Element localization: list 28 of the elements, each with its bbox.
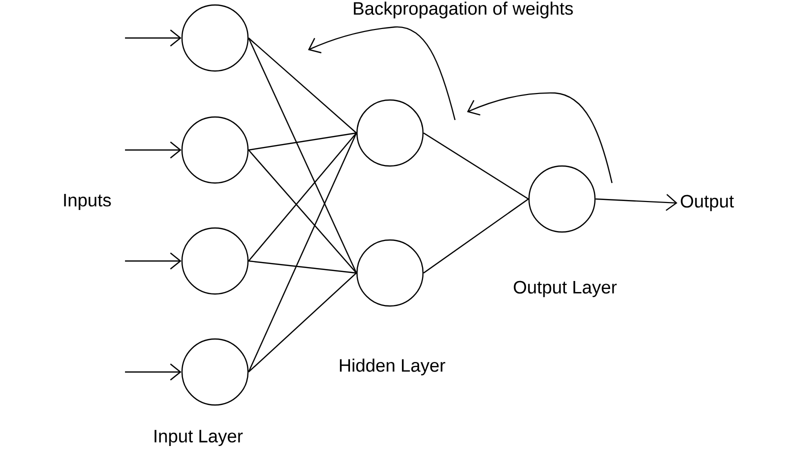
neuron-circle [356,239,424,307]
layer-label: Backpropagation of weights [354,2,573,18]
layer-label: Input Layer [154,430,243,446]
connection-line [248,132,357,262]
connection-line [423,198,529,274]
input-arrow [125,30,182,46]
connection-line [248,38,357,134]
neuron-circle [528,165,596,233]
output-text: Output [680,194,734,212]
arrow [596,194,678,211]
connection-line [248,260,356,274]
connection-line [248,132,357,372]
connection-line [248,132,356,151]
layer-label: Hidden Layer [340,358,446,376]
neuron-circle [181,338,249,406]
connection-line [248,150,357,274]
input-arrow [125,364,182,380]
input-arrow [125,142,182,158]
neuron-circle [181,116,249,184]
neuron-circle [181,4,249,72]
layer-label: Inputs [64,194,111,210]
connection-line [248,38,357,274]
input-arrow [125,252,182,270]
neuron-circle [181,227,249,295]
connection-line [423,132,529,200]
layer-label: Output Layer [514,280,617,298]
connection-line [248,272,357,372]
neuron-circle [356,99,424,167]
